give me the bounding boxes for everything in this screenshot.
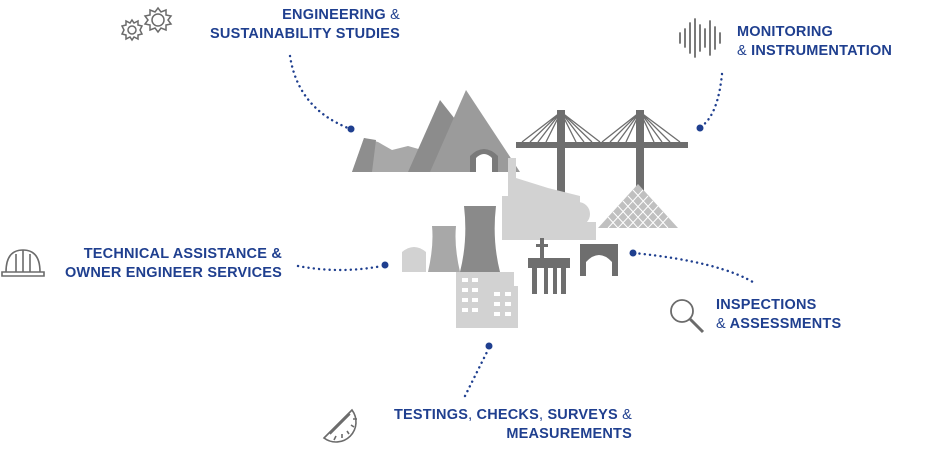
tunnel-hole (476, 154, 492, 172)
gears-icon (120, 6, 173, 42)
bridge-pylon-right (636, 110, 644, 196)
label-engineering: ENGINEERING & SUSTAINABILITY STUDIES (184, 6, 400, 44)
bridge-cables (521, 111, 681, 143)
label-testings-line2: MEASUREMENTS (506, 426, 632, 442)
connector-technical (296, 264, 384, 272)
label-engineering-line1: ENGINEERING (282, 7, 386, 23)
arch-structure (580, 244, 618, 276)
label-testings-amp: & (617, 407, 632, 423)
waveform-icon (679, 18, 721, 58)
label-monitoring-line2: INSTRUMENTATION (746, 43, 893, 59)
factory-tank (566, 202, 590, 226)
label-testings-w2: CHECKS (476, 407, 539, 423)
cooling-tower-small (402, 247, 426, 272)
label-technical-line2: OWNER ENGINEER SERVICES (64, 265, 282, 281)
label-inspections-line1: INSPECTIONS (716, 297, 817, 313)
bridge-pylon-left (557, 110, 565, 196)
hard-hat-icon (1, 249, 45, 277)
label-engineering-line2: SUSTAINABILITY STUDIES (210, 26, 400, 42)
label-testings-c1: , (468, 407, 477, 423)
protractor-icon (322, 408, 357, 443)
label-inspections-line2: ASSESSMENTS (725, 316, 842, 332)
label-testings: TESTINGS, CHECKS, SURVEYS & MEASUREMENTS (360, 406, 632, 444)
connector-endpoints (347, 124, 704, 350)
label-monitoring-line1: MONITORING (737, 24, 833, 40)
label-testings-c2: , (538, 407, 548, 423)
pyramid-lattice (607, 189, 669, 229)
connector-testings (463, 348, 490, 398)
connector-inspections (632, 251, 758, 286)
label-testings-w3: SURVEYS (547, 407, 618, 423)
magnifier-icon (670, 299, 705, 334)
label-technical-line1: TECHNICAL ASSISTANCE & (83, 246, 282, 262)
offshore-platform (528, 238, 570, 294)
cooling-tower-mid (428, 226, 460, 272)
label-engineering-amp: & (385, 7, 400, 23)
label-inspections-amp: & (716, 316, 726, 332)
connectors (288, 54, 758, 398)
connector-monitoring (700, 72, 724, 128)
mountain-large (430, 90, 520, 172)
cooling-tower-large (460, 206, 500, 272)
bridge-deck (516, 142, 688, 148)
label-monitoring: MONITORING & INSTRUMENTATION (737, 23, 892, 61)
office-building (456, 272, 518, 328)
label-technical: TECHNICAL ASSISTANCE & OWNER ENGINEER SE… (48, 245, 282, 283)
label-testings-w1: TESTINGS (393, 407, 469, 423)
label-monitoring-amp: & (737, 43, 747, 59)
infrastructure-illustration (352, 90, 688, 328)
connector-engineering (288, 54, 350, 130)
quarry-front (352, 138, 376, 172)
label-inspections: INSPECTIONS & ASSESSMENTS (716, 296, 841, 334)
